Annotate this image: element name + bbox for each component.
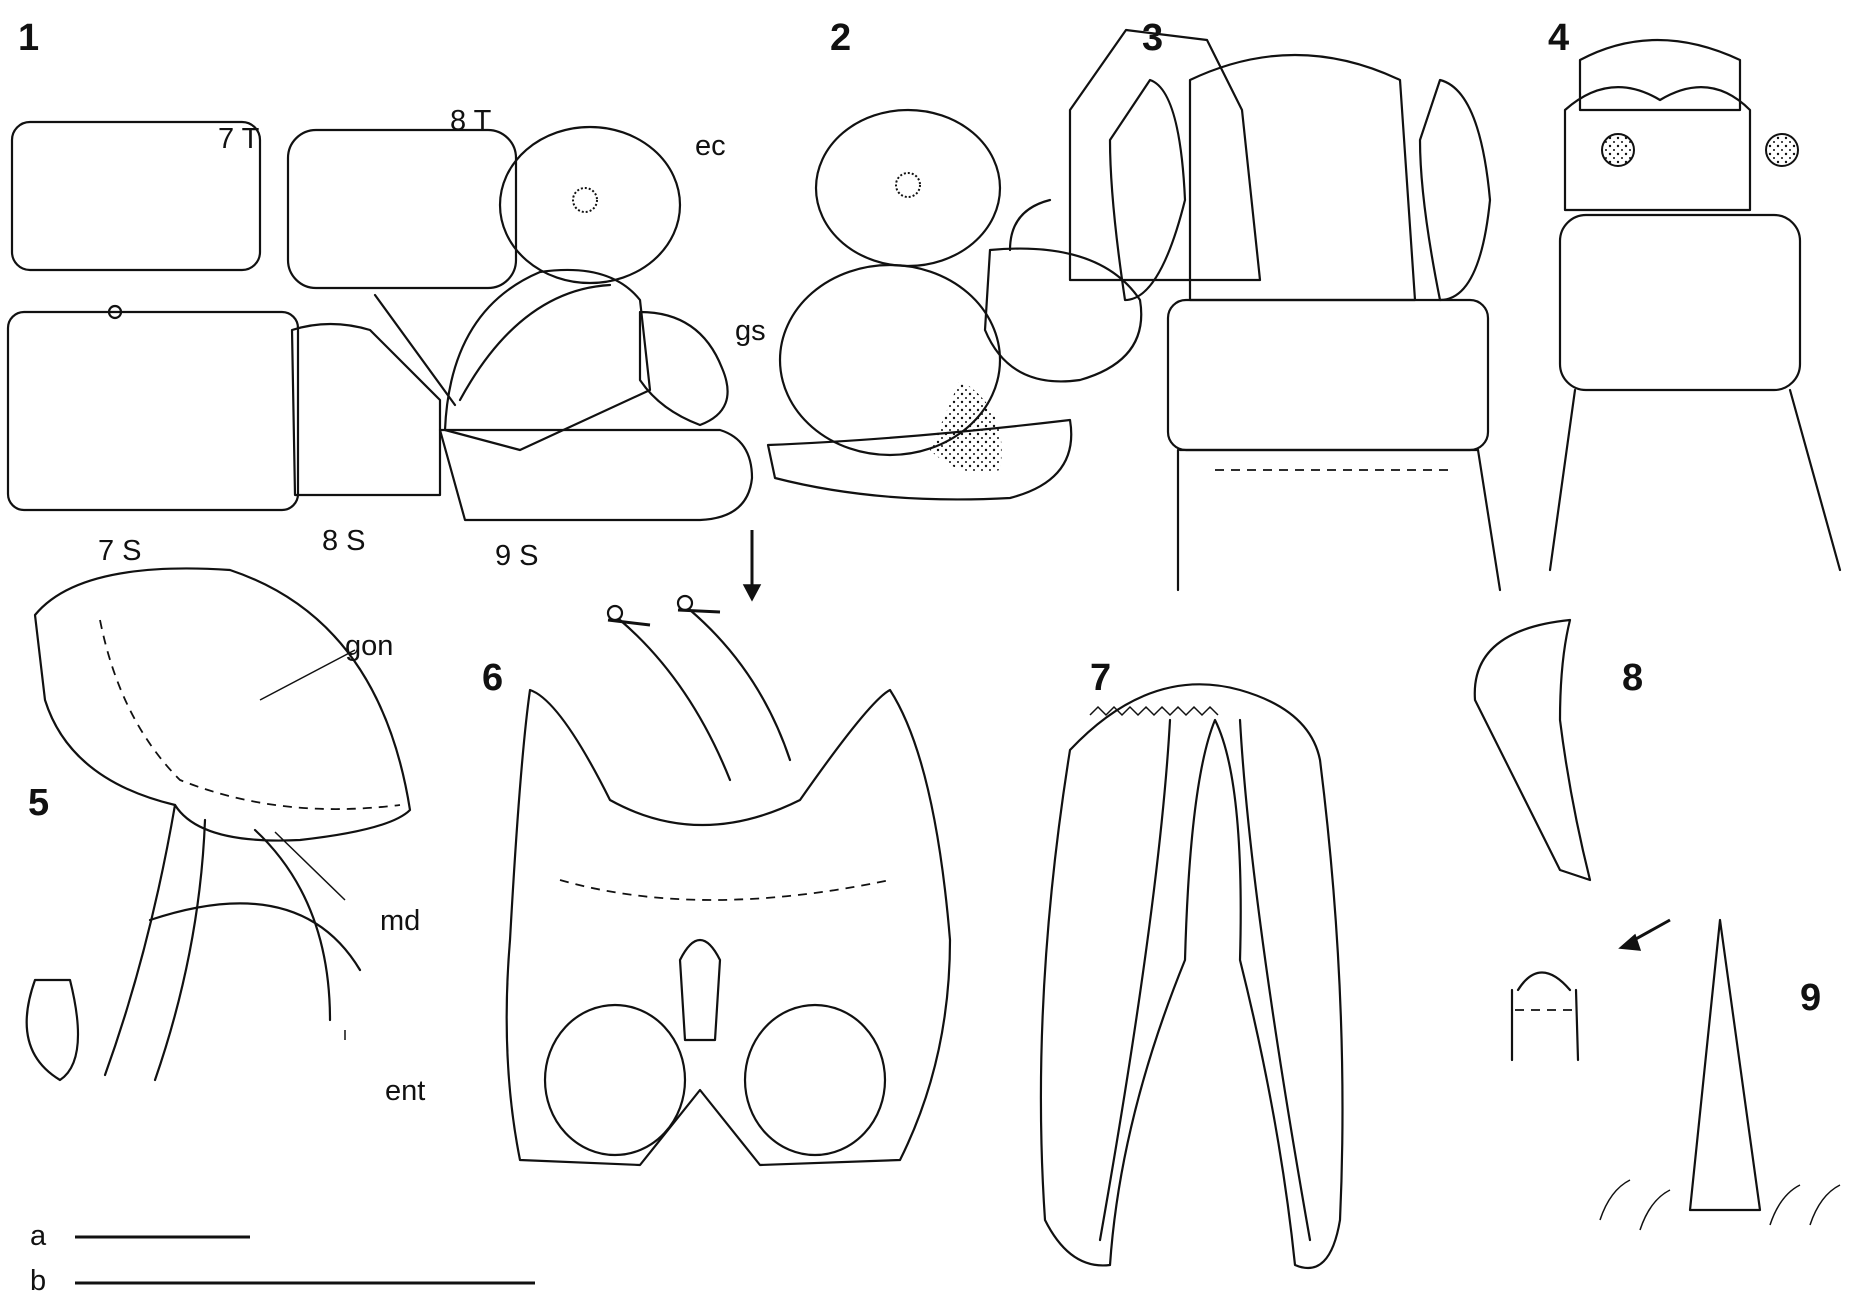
figure-number-8: 8 <box>1622 657 1643 699</box>
left-lobe <box>1108 78 1187 302</box>
label-gs: gs <box>735 315 766 347</box>
figure-number-1: 1 <box>18 17 39 59</box>
median-stalk <box>103 803 177 1077</box>
setae-base-left <box>607 618 651 627</box>
aedeagus-window-left <box>543 1003 687 1157</box>
hook-spine <box>1008 198 1052 252</box>
basal-segment <box>1166 298 1490 452</box>
stippled-region <box>930 380 1002 473</box>
setae-socket-right <box>676 594 694 612</box>
abdomen-left-4 <box>1548 388 1577 572</box>
label-8T: 8 T <box>450 105 492 137</box>
cercus-outline <box>814 108 1002 268</box>
fig5-gonocoxite-apodeme: 5 gon md ent <box>25 567 425 1107</box>
tergite-8 <box>286 128 518 290</box>
right-lobe <box>1418 78 1492 302</box>
label-ent: ent <box>385 1075 425 1107</box>
gonocoxite-spine <box>373 293 457 407</box>
aedeagus-arch-dash <box>559 879 891 901</box>
spine-setae <box>1599 1179 1841 1231</box>
arrow-down-head <box>742 584 762 602</box>
aedeagus-window-right <box>743 1003 887 1157</box>
paramere-pair-outline <box>1039 683 1344 1270</box>
cercus-seta-rosette <box>572 187 598 213</box>
gonostylus-hairy <box>983 247 1143 383</box>
cerci-plate <box>1563 86 1752 212</box>
scale-bars: a b <box>30 1220 535 1294</box>
fig8-hook: 8 <box>1473 618 1643 882</box>
aedeagus-median-tooth <box>678 939 722 1042</box>
paramere-teeth <box>1089 705 1219 717</box>
median-stalk-2 <box>153 818 207 1082</box>
aedeagus-base <box>766 418 1073 501</box>
label-7T: 7 T <box>218 123 260 155</box>
setae-base-right <box>677 608 721 614</box>
abdomen-right <box>1476 448 1502 592</box>
fig2-genitalia-lateral: 2 <box>766 17 1143 501</box>
figure-number-9: 9 <box>1800 977 1821 1019</box>
scale-bar-label-b: b <box>30 1265 46 1294</box>
setae-pair-left <box>618 618 732 782</box>
paramere-left-inner <box>1098 718 1172 1242</box>
fig9-ovipositor-detail: 9 <box>1510 918 1841 1231</box>
setae-pair-right <box>688 608 792 762</box>
label-8S: 8 S <box>322 525 366 557</box>
fig3-dorsal-view: 3 <box>1068 17 1502 592</box>
right-seta-rosette <box>1765 133 1799 167</box>
figure-number-5: 5 <box>28 782 49 824</box>
setae-socket-left <box>606 604 624 622</box>
aedeagus-outline <box>505 688 952 1167</box>
label-7S: 7 S <box>98 535 142 567</box>
basal-plate <box>1558 213 1802 392</box>
sternite-8 <box>290 322 442 497</box>
gonocoxite-body <box>33 567 412 842</box>
hook-outline <box>1473 618 1592 882</box>
figure-number-6: 6 <box>482 657 503 699</box>
fig7-paramere-pair: 7 <box>1039 657 1344 1270</box>
gonocoxite-outline <box>778 263 1002 457</box>
abdomen-right-4 <box>1788 388 1842 572</box>
apodeme-inner-curve <box>148 902 362 972</box>
gonocoxite-inner-dash <box>99 619 401 810</box>
spine-outline <box>1688 918 1762 1212</box>
figure-number-2: 2 <box>830 17 851 59</box>
figure-number-4: 4 <box>1548 17 1569 59</box>
fig6-aedeagus-ventral: 6 <box>482 530 952 1167</box>
fig1-terminalia-lateral: 1 7 T 8 T ec gs 7 S 8 S 9 S <box>6 17 766 572</box>
apex-cap <box>1578 38 1742 112</box>
label-md: md <box>380 905 420 937</box>
gonocoxite-inner-line <box>458 283 612 402</box>
sternite-9 <box>438 428 754 522</box>
arrow-left-head <box>1618 933 1642 951</box>
fig4-dorsal-view: 4 <box>1548 17 1842 572</box>
gonosternite-plate <box>443 268 652 452</box>
tergite-7 <box>10 120 262 272</box>
label-ec: ec <box>695 130 726 162</box>
figure-number-7: 7 <box>1090 657 1111 699</box>
eversible-cercus <box>498 125 682 285</box>
tergite-shield <box>1068 28 1262 282</box>
knob-cap <box>1516 971 1572 992</box>
apodeme-right-spur <box>253 828 332 1022</box>
figure-number-3: 3 <box>1142 17 1163 59</box>
knob-body <box>1510 988 1580 1062</box>
central-plate <box>1188 53 1417 302</box>
md-leader <box>274 831 346 901</box>
scale-bar-label-a: a <box>30 1220 47 1252</box>
cercus-rosette <box>895 172 921 198</box>
left-seta-rosette <box>1601 133 1635 167</box>
gon-leader <box>259 649 356 701</box>
sternite-7 <box>6 310 300 512</box>
apodeme-left-lobe <box>25 978 80 1082</box>
gonostylus <box>638 310 729 427</box>
label-9S: 9 S <box>495 540 539 572</box>
label-gon: gon <box>345 630 393 662</box>
paramere-right-inner <box>1238 718 1312 1242</box>
